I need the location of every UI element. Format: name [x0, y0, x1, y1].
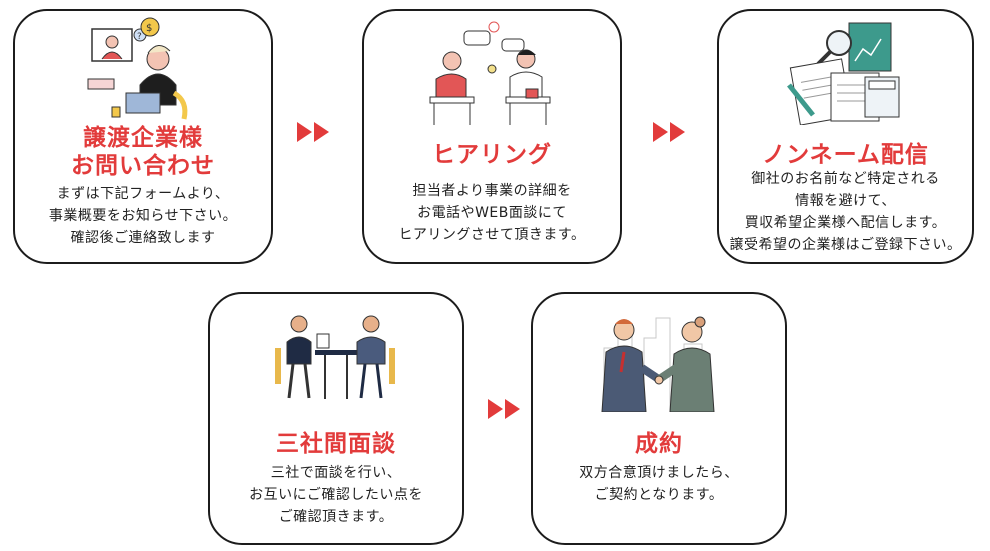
step-description: 担当者より事業の詳細を お電話やWEB面談にて ヒアリングさせて頂きます。: [398, 183, 586, 243]
double-chevron-right-icon: [297, 122, 329, 142]
double-chevron-right-icon: [488, 399, 520, 419]
two-men-meeting-illustration: [275, 315, 395, 399]
step-title: ヒアリング: [432, 142, 552, 168]
step-description: まずは下記フォームより、 事業概要をお知らせ下さい。 確認後ご連絡致します: [48, 186, 238, 246]
step-card-contract: 成約 双方合意頂けましたら、 ご契約となります。: [531, 292, 787, 545]
woman-laptop-illustration: ? $: [87, 17, 188, 120]
documents-calculator-illustration: [786, 22, 899, 125]
two-people-talking-illustration: [429, 21, 551, 125]
svg-text:?: ?: [137, 32, 142, 42]
step-card-meeting: 三社間面談 三社で面談を行い、 お互いにご確認したい点を ご確認頂きます。: [208, 292, 464, 545]
double-chevron-right-icon: [653, 122, 685, 142]
step-description: 御社のお名前など特定される 情報を避けて、 買収希望企業様へ配信します。 譲受希…: [729, 171, 962, 253]
step-card-hearing: ヒアリング 担当者より事業の詳細を お電話やWEB面談にて ヒアリングさせて頂き…: [362, 9, 622, 264]
svg-text:$: $: [146, 23, 152, 34]
step-card-nonname: ノンネーム配信 御社のお名前など特定される 情報を避けて、 買収希望企業様へ配信…: [717, 9, 974, 264]
step-title: ノンネーム配信: [762, 142, 929, 168]
step-title: 三社間面談: [276, 431, 396, 457]
step-title: 譲渡企業様 お問い合わせ: [71, 125, 215, 179]
step-description: 三社で面談を行い、 お互いにご確認したい点を ご確認頂きます。: [249, 465, 423, 525]
handshake-illustration: [601, 316, 715, 412]
step-description: 双方合意頂けましたら、 ご契約となります。: [579, 465, 739, 503]
step-card-inquiry: ? $ 譲渡企業様 お問い合わせ まずは下記フォームより、 事業概要をお知らせ下…: [13, 9, 273, 264]
step-title: 成約: [635, 431, 683, 457]
